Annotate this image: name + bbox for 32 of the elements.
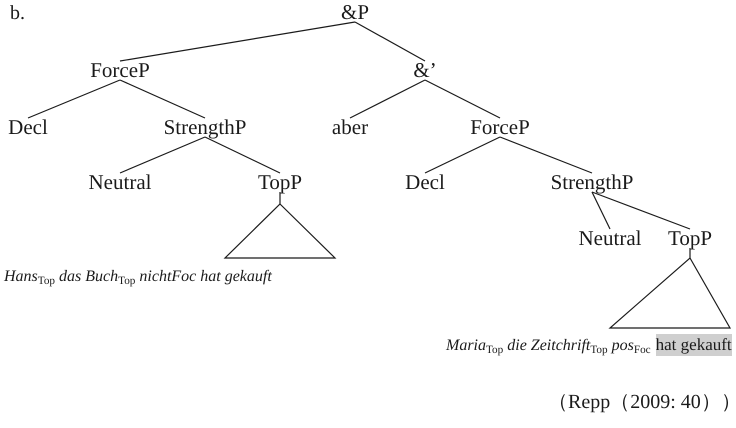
tree-node-label: Neutral: [88, 170, 152, 194]
tree-branch-line: [120, 79, 206, 119]
tree-node-label: aber: [332, 115, 368, 139]
tree-node-label: ForceP: [470, 115, 530, 139]
tree-node-label: Neutral: [578, 226, 642, 250]
highlighted-text: hat gekauft: [656, 334, 732, 356]
tree-node-label: TopP: [668, 226, 712, 250]
tree-branch-line: [120, 21, 356, 62]
tree-branch-line: [120, 136, 206, 174]
sentence-text: Maria$_{Top}$ die Zeitchrift$_{Top}$ pos$_{Foc}$: [446, 336, 651, 358]
tree-branch-line: [424, 79, 500, 119]
sentence-text: Hans$_{Top}$ das Buch$_{Top}$ nichtFoc hat gekauft: [4, 267, 272, 289]
tree-node-label: TopP: [258, 170, 302, 194]
tree-branch-line: [592, 191, 690, 230]
tree-node-label: ForceP: [90, 58, 150, 82]
tree-branch-line: [204, 136, 280, 174]
tree-branch-line: [28, 79, 120, 119]
tree-branch-line: [591, 192, 611, 230]
citation: （Repp（2009: 40））: [548, 390, 736, 415]
tree-node-label: StrengthP: [550, 170, 634, 194]
tree-branch-line: [500, 136, 592, 174]
list-marker: b.: [10, 2, 25, 25]
tree-branch-line: [350, 79, 426, 119]
tree-node-label: StrengthP: [164, 115, 246, 139]
tree-branch-line: [354, 21, 426, 62]
tree-branch-line: [689, 248, 691, 258]
tree-node-label: Decl: [405, 170, 445, 194]
tree-branch-line: [424, 136, 500, 174]
tree-node-label: Decl: [8, 115, 48, 139]
tree-node-label: &’: [413, 58, 437, 82]
tree-node-label: &P: [341, 0, 369, 24]
tree-branch-line: [279, 192, 281, 204]
